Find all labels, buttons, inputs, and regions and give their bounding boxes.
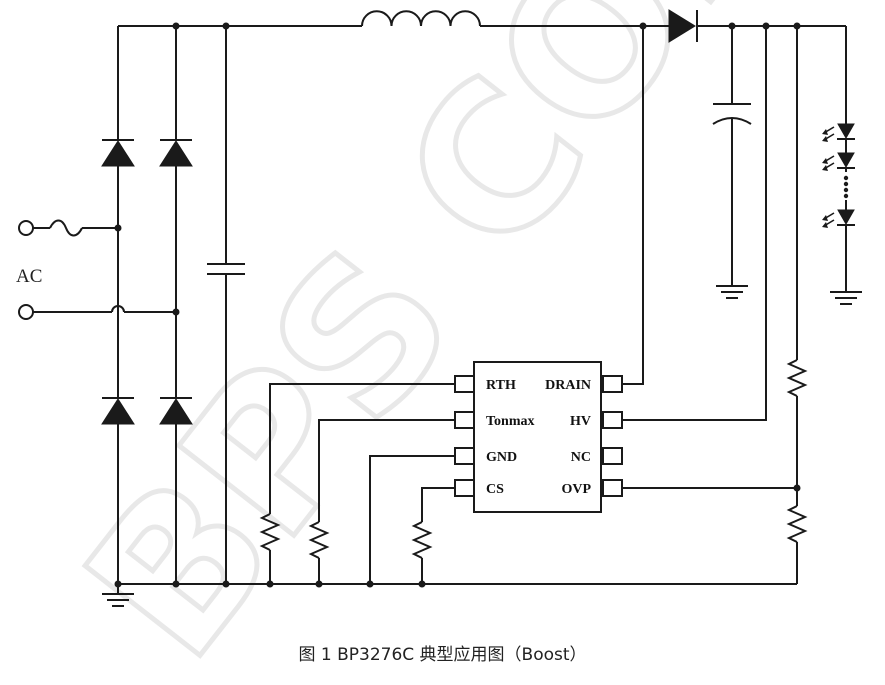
pin-label-hv: HV	[570, 414, 591, 429]
inductor-symbol	[361, 10, 481, 27]
output-capacitor	[712, 26, 752, 299]
pin-label-cs: CS	[486, 482, 504, 497]
pin-label-drain: DRAIN	[545, 378, 591, 393]
bottom-ground-rail	[102, 580, 797, 607]
output-diode-symbol	[668, 9, 698, 43]
bridge-rectifier	[101, 26, 193, 584]
input-capacitor	[207, 26, 245, 584]
figure-caption: 图 1 BP3276C 典型应用图（Boost）	[298, 645, 587, 665]
watermark-text: BPS CON	[43, 0, 840, 685]
ic-left-wiring	[259, 383, 455, 584]
ovp-divider	[786, 26, 808, 584]
pin-label-nc: NC	[571, 450, 591, 465]
pin-label-rth: RTH	[486, 378, 516, 393]
ac-label: AC	[16, 266, 42, 287]
ic-right-wiring	[622, 26, 797, 489]
pin-label-tonmax: Tonmax	[486, 414, 535, 429]
pin-label-ovp: OVP	[561, 482, 591, 497]
ic-chip	[454, 361, 623, 513]
ac-input	[18, 219, 176, 320]
led-string	[822, 26, 862, 305]
pin-label-gnd: GND	[486, 450, 517, 465]
